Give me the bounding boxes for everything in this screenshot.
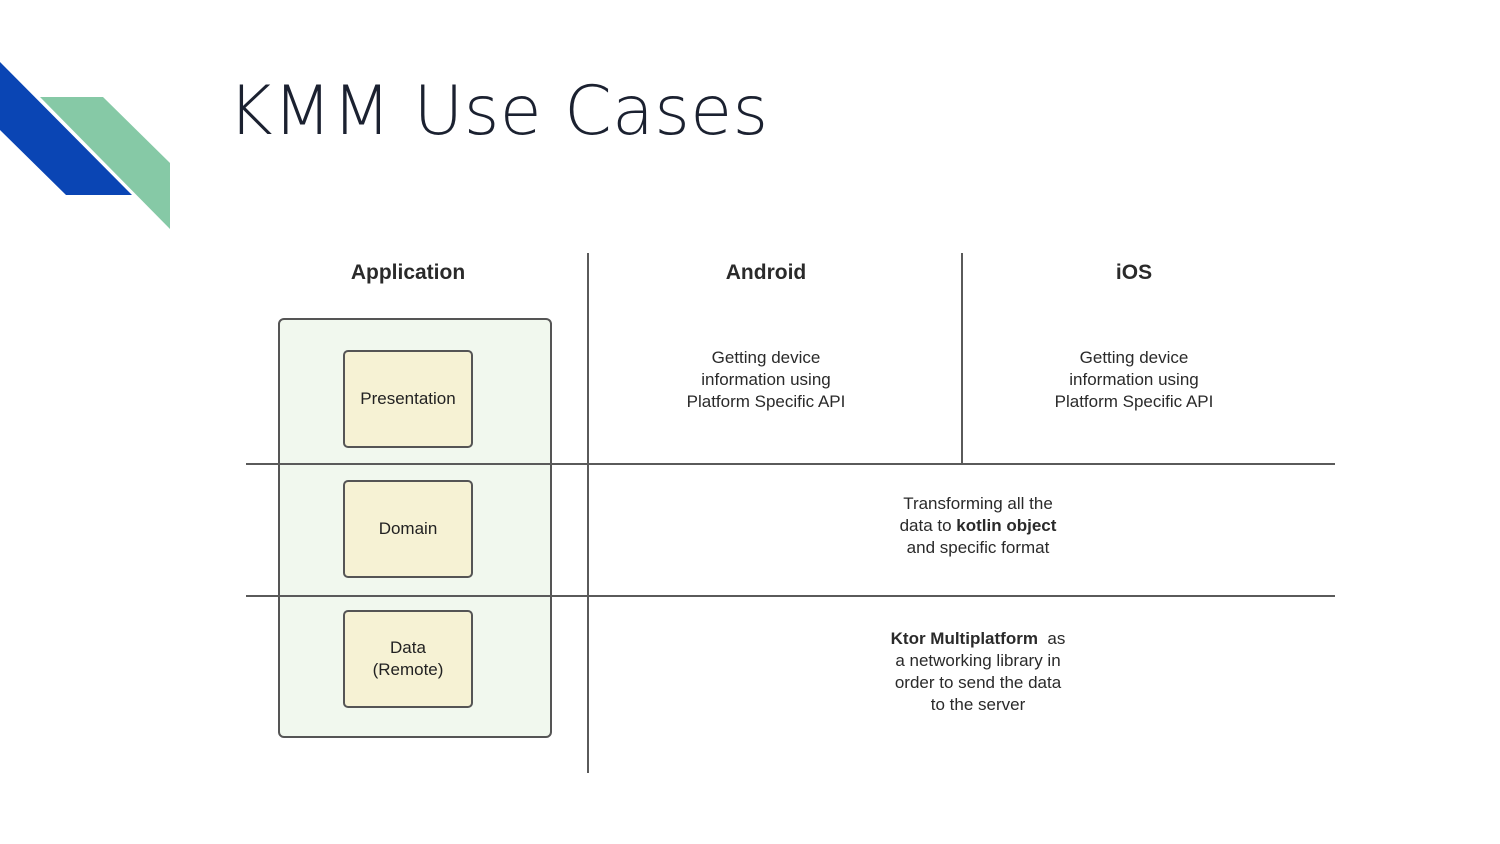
domain-description: Transforming all the data to kotlin obje…: [818, 493, 1138, 559]
domain-desc-kotlin-object: kotlin object: [956, 516, 1057, 535]
domain-layer-label: Domain: [378, 519, 438, 538]
ios-desc-line2: information using: [1069, 370, 1199, 389]
data-desc-line4: to the server: [930, 695, 1026, 714]
domain-desc-line1: Transforming all the: [903, 494, 1053, 513]
corner-decoration: [0, 62, 170, 229]
vertical-divider-android-ios: [961, 253, 963, 465]
data-layer-label-line1: Data: [390, 638, 426, 657]
presentation-layer-box: Presentation: [343, 350, 473, 448]
ios-desc-line3: Platform Specific API: [1054, 392, 1214, 411]
presentation-layer-label: Presentation: [360, 389, 456, 408]
header-ios: iOS: [1115, 261, 1153, 284]
data-desc-line1-suffix: as: [1037, 629, 1066, 648]
android-desc-line3: Platform Specific API: [686, 392, 846, 411]
header-application: Application: [350, 261, 466, 284]
android-description: Getting device information using Platfor…: [626, 347, 906, 413]
domain-desc-line2-prefix: data to: [899, 516, 957, 535]
ios-desc-line1: Getting device: [1079, 348, 1189, 367]
horizontal-divider-presentation-domain: [246, 463, 1335, 465]
blue-accent-shape: [0, 62, 132, 195]
data-layer-label-line2: (Remote): [372, 660, 444, 679]
slide-title: KMM Use Cases: [228, 72, 769, 151]
android-desc-line1: Getting device: [711, 348, 821, 367]
domain-layer-box: Domain: [343, 480, 473, 578]
data-desc-line3: order to send the data: [894, 673, 1062, 692]
vertical-divider-app-android: [587, 253, 589, 773]
ios-description: Getting device information using Platfor…: [994, 347, 1274, 413]
data-desc-line2: a networking library in: [895, 651, 1061, 670]
horizontal-divider-domain-data: [246, 595, 1335, 597]
android-desc-line2: information using: [701, 370, 831, 389]
header-android: Android: [725, 261, 807, 284]
green-accent-shape: [40, 97, 170, 229]
data-layer-box: Data (Remote): [343, 610, 473, 708]
data-description: Ktor Multiplatform as a networking libra…: [818, 628, 1138, 716]
data-desc-ktor-multiplatform: Ktor Multiplatform: [890, 629, 1038, 648]
data-layer-label: Data (Remote): [373, 637, 444, 681]
domain-desc-line3: and specific format: [906, 538, 1050, 557]
